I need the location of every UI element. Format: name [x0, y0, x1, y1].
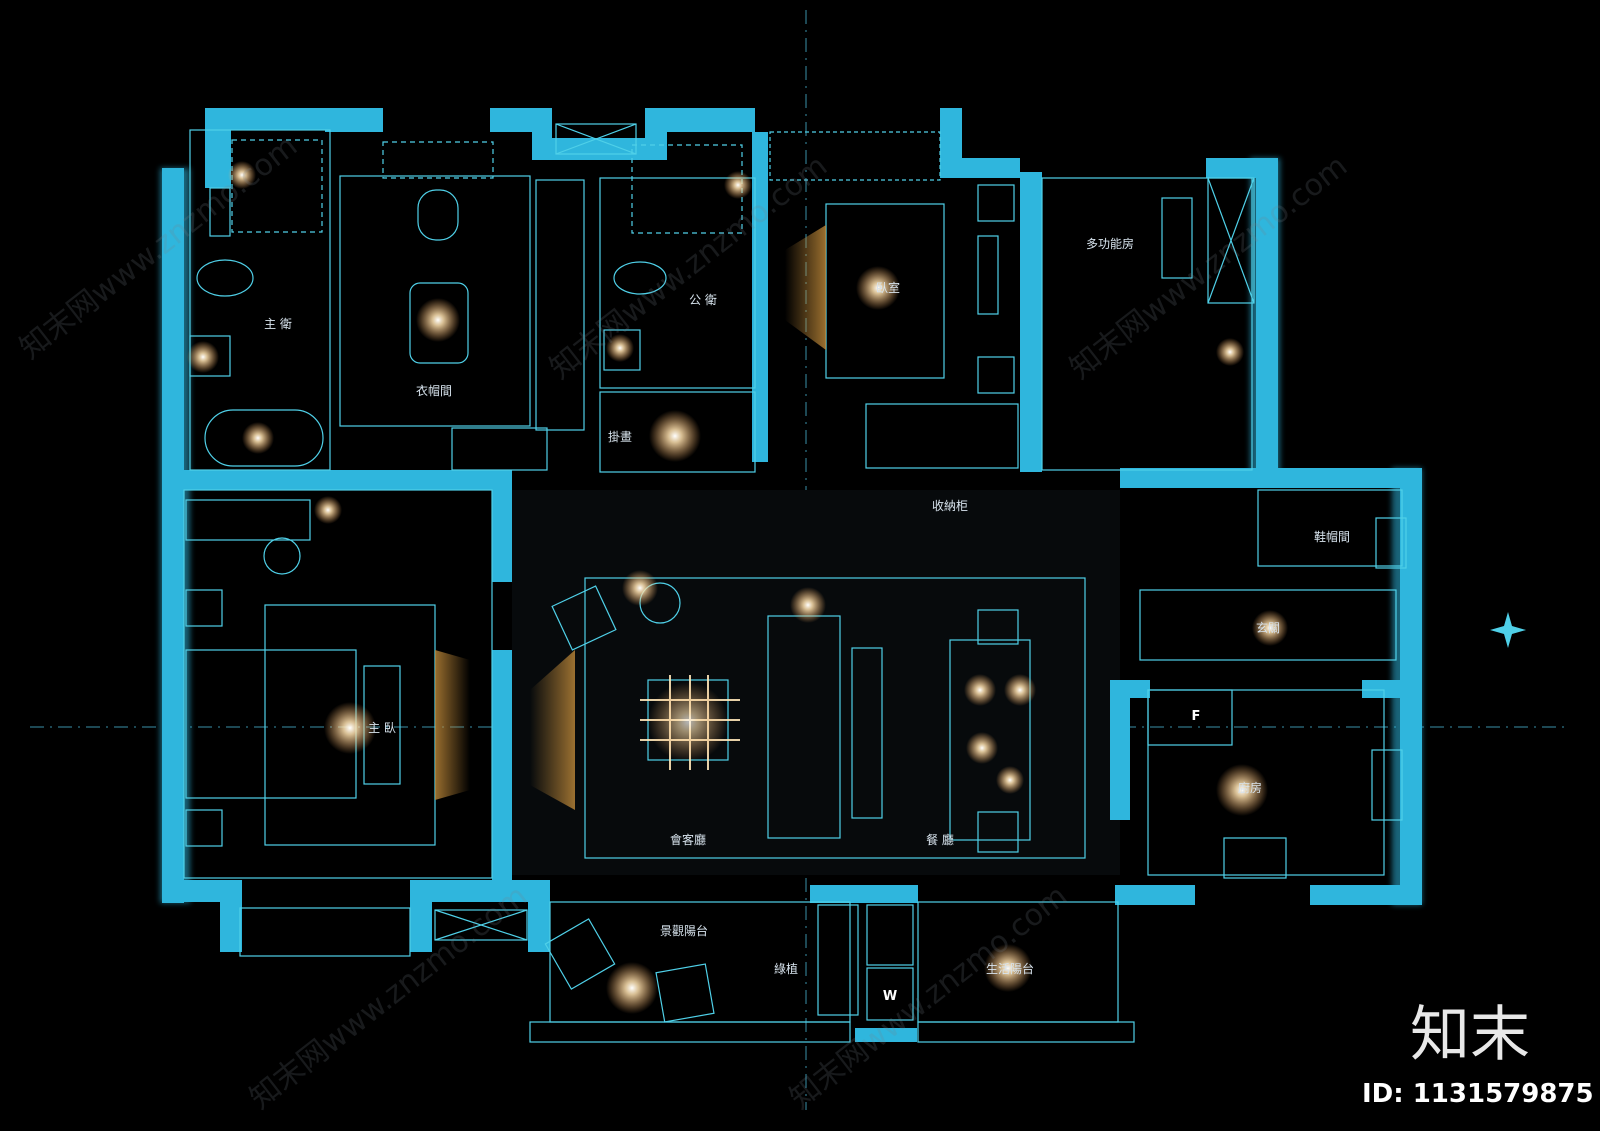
room-label-public-bath: 公 衛 [689, 293, 717, 307]
room-label-entrance: 玄關 [1256, 620, 1280, 635]
watermark-text: 知末网www.znzmo.com [13, 128, 304, 366]
image-id-text: ID: 1131579875 [1362, 1079, 1594, 1109]
brand-logo-text: 知末 [1410, 1000, 1530, 1070]
room-label-dining-room: 餐 廳 [926, 832, 954, 847]
washer-label: W [883, 989, 897, 1004]
room-label-multifunction: 多功能房 [1086, 236, 1134, 251]
walls-solid [162, 108, 1422, 1042]
room-label-storage: 收納柜 [932, 499, 968, 513]
room-label-master-bath: 主 衛 [264, 317, 292, 331]
lights [187, 161, 1288, 1014]
room-label-shoe-room: 鞋帽間 [1314, 529, 1350, 544]
sparkle-icon [1490, 612, 1526, 648]
light-beams [435, 225, 826, 810]
room-label-master-bedroom: 主 臥 [368, 721, 396, 735]
room-label-view-balcony: 景觀陽台 [660, 923, 708, 938]
room-label-painting: 掛畫 [608, 429, 632, 444]
room-labels: 主 衛 衣帽間 公 衛 臥室 多功能房 掛畫 收納柜 鞋帽間 玄關 主 臥 會客… [264, 236, 1350, 976]
linework [183, 123, 1407, 1043]
room-label-living-room: 會客廳 [670, 832, 706, 847]
room-label-kitchen: 廚房 [1238, 780, 1262, 795]
fridge-label: F [1192, 709, 1201, 724]
room-label-service-balcony: 生活陽台 [986, 961, 1034, 976]
watermark-text: 知末网www.znzmo.com [783, 878, 1074, 1116]
room-label-bedroom-2: 臥室 [876, 280, 900, 295]
watermark-text: 知末网www.znzmo.com [1063, 148, 1354, 386]
room-label-cloakroom: 衣帽間 [416, 383, 452, 398]
watermark-text: 知末网www.znzmo.com [243, 878, 534, 1116]
room-label-green-plants: 綠植 [774, 961, 798, 976]
